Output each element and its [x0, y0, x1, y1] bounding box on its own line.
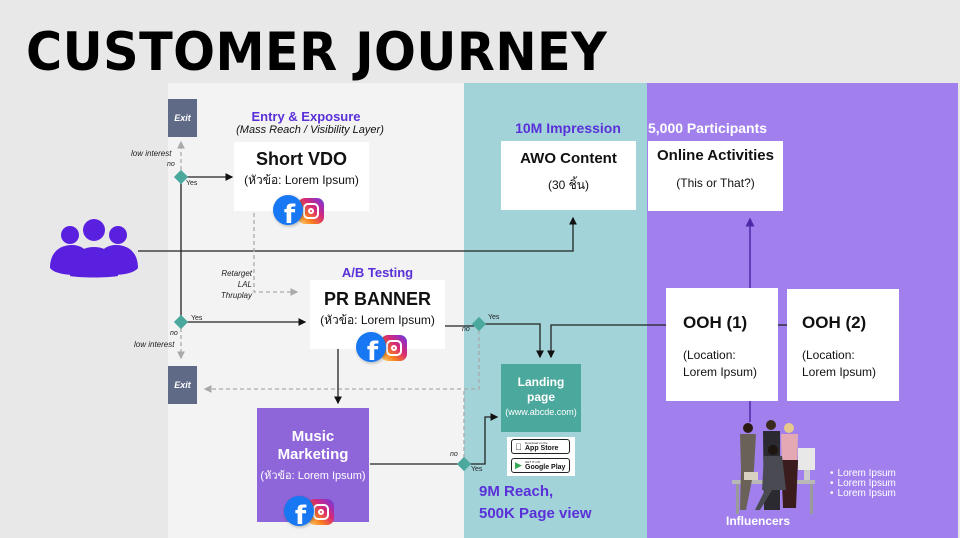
- ooh-location: (Location: Lorem Ipsum): [683, 347, 778, 381]
- ooh-location-line: (Location:: [802, 348, 855, 362]
- ooh-location-line: Lorem Ipsum): [683, 365, 758, 379]
- ab-heading: A/B Testing: [341, 265, 414, 280]
- ooh-title: OOH (2): [802, 313, 867, 332]
- influencers-photo: [710, 420, 822, 515]
- online-sub: (This or That?): [676, 176, 755, 190]
- reach-line: 9M Reach,: [479, 483, 554, 500]
- exit-label: Exit: [174, 380, 191, 390]
- customer-group-icon: [50, 218, 138, 278]
- bullet-item: Lorem Ipsum: [830, 479, 896, 489]
- landing-url: (www.abcde.com): [505, 407, 577, 417]
- google-play-label: Google Play: [525, 463, 566, 471]
- ooh-title: OOH (1): [683, 313, 748, 332]
- no-label: no: [450, 451, 458, 458]
- entry-heading: Entry & Exposure: [251, 109, 361, 124]
- thruplay-label: Thruplay: [220, 291, 252, 300]
- app-store-pre: Download on the: [525, 440, 548, 445]
- entry-subheading: (Mass Reach / Visibility Layer): [236, 124, 384, 136]
- google-play-icon: ▶: [515, 460, 522, 470]
- awo-sub: (30 ชิ้น): [547, 178, 590, 192]
- line-ooh-landing: [547, 324, 666, 359]
- online-activities-box: Online Activities (This or That?): [648, 141, 783, 211]
- music-title-2: Marketing: [277, 446, 349, 463]
- yes-label: Yes: [186, 180, 198, 187]
- yes-label: Yes: [191, 315, 203, 322]
- exit-box-bottom: Exit: [168, 366, 197, 404]
- influencer-bullets: Lorem Ipsum Lorem Ipsum Lorem Ipsum: [830, 469, 896, 499]
- facebook-icon: f: [273, 195, 303, 225]
- ooh-box-2: OOH (2) (Location: Lorem Ipsum): [787, 289, 899, 401]
- apple-icon: : [515, 442, 525, 452]
- yes-label: Yes: [471, 466, 483, 473]
- retarget-labels: Retarget LAL Thruplay: [212, 268, 252, 301]
- page-title: CUSTOMER JOURNEY: [26, 22, 608, 83]
- ooh-location-line: (Location:: [683, 348, 736, 362]
- music-title-1: Music: [291, 428, 335, 445]
- pageview-line: 500K Page view: [479, 505, 592, 522]
- line-customer-awo: [138, 216, 577, 252]
- retarget-label: Retarget: [221, 269, 252, 278]
- facebook-icon: f: [356, 332, 386, 362]
- pr-banner-sub: (หัวข้อ: Lorem Ipsum): [320, 313, 435, 327]
- short-vdo-title: Short VDO: [255, 149, 347, 169]
- landing-title-1: Landing: [517, 375, 565, 389]
- music-sub: (หัวข้อ: Lorem Ipsum): [260, 470, 366, 482]
- influencers-label: Influencers: [726, 514, 791, 528]
- exit-label: Exit: [174, 113, 191, 123]
- bullet-item: Lorem Ipsum: [830, 469, 896, 479]
- low-interest-label: low interest: [131, 149, 172, 158]
- short-vdo-sub: (หัวข้อ: Lorem Ipsum): [244, 173, 359, 187]
- no-label: no: [462, 326, 470, 333]
- online-stat: 5,000 Participants: [648, 120, 768, 136]
- ooh-location-line: Lorem Ipsum): [802, 365, 877, 379]
- lal-label: LAL: [237, 280, 252, 289]
- no-label: no: [167, 161, 175, 168]
- awo-content-box: AWO Content (30 ชิ้น): [501, 141, 636, 210]
- line-retarget: [253, 213, 299, 296]
- yes-label: Yes: [488, 314, 500, 321]
- no-label: no: [170, 330, 178, 337]
- landing-title-2: page: [526, 390, 555, 404]
- line-banner-landing: [484, 323, 544, 359]
- ooh-box-1: OOH (1) (Location: Lorem Ipsum): [666, 288, 778, 401]
- landing-page-box: Landing page (www.abcde.com): [501, 364, 581, 432]
- pr-banner-title: PR BANNER: [323, 289, 431, 309]
- ooh-location: (Location: Lorem Ipsum): [802, 347, 899, 381]
- awo-stat: 10M Impression: [515, 120, 621, 136]
- google-play-pre: GET IT ON: [525, 459, 540, 464]
- app-store-label: App Store: [525, 444, 559, 452]
- reach-stats: 9M Reach, 500K Page view: [479, 481, 592, 525]
- online-title: Online Activities: [657, 147, 774, 164]
- line-banner-exit: [203, 330, 480, 393]
- line-music-landing: [469, 413, 499, 465]
- low-interest-label: low interest: [134, 340, 175, 349]
- awo-title: AWO Content: [520, 150, 617, 167]
- bullet-item: Lorem Ipsum: [830, 489, 896, 499]
- exit-box-top: Exit: [168, 99, 197, 137]
- facebook-icon: f: [284, 496, 314, 526]
